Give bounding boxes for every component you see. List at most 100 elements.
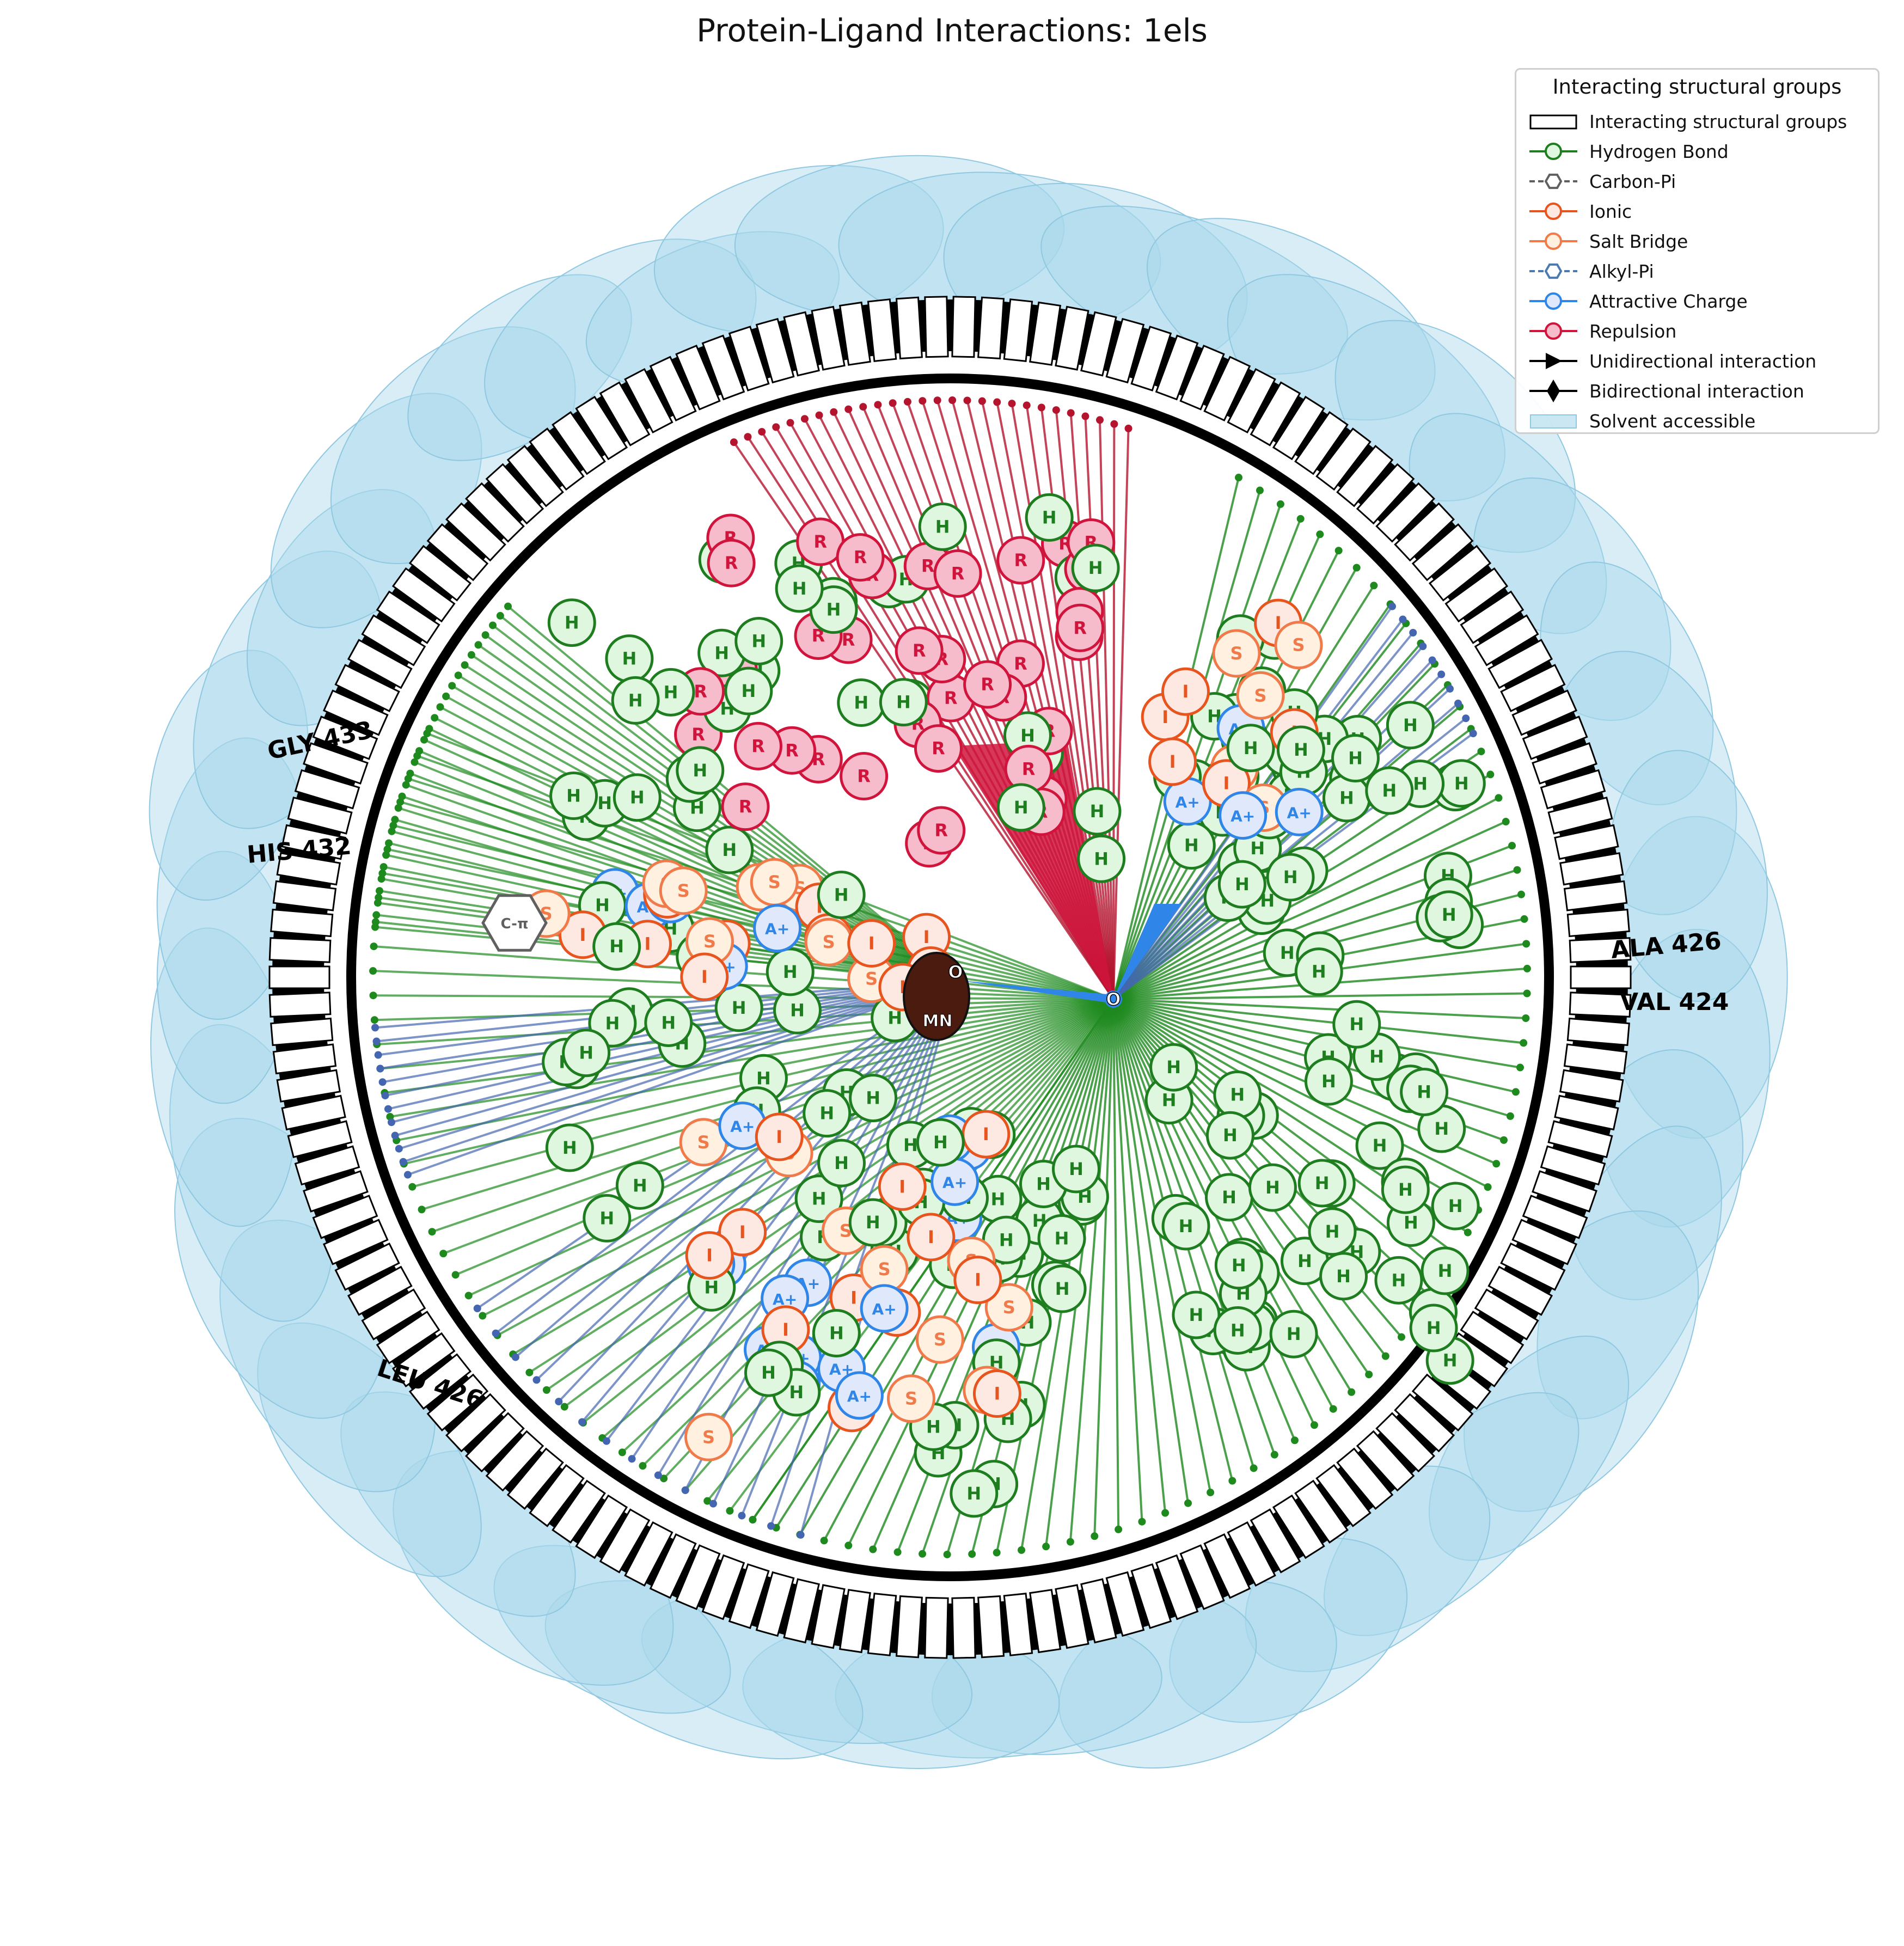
legend-label: Repulsion	[1589, 321, 1677, 342]
hbond-node: H	[1149, 1043, 1198, 1092]
arrowhead	[703, 1497, 712, 1505]
arrowhead	[1066, 1538, 1074, 1546]
arrowhead	[709, 1500, 717, 1508]
repulsion-node-letter: R	[1073, 617, 1087, 638]
repulsion-node-letter: R	[1014, 653, 1027, 674]
arrowhead	[963, 396, 971, 405]
hbond-node-letter: H	[1230, 1320, 1245, 1341]
attractive-node: A+	[753, 904, 802, 953]
hbond-node: H	[1051, 1145, 1100, 1194]
interaction-line	[402, 979, 956, 1163]
hbond-node-letter: H	[1448, 1196, 1463, 1216]
arrowhead	[889, 399, 897, 407]
residue-box	[649, 356, 697, 422]
arrowhead	[394, 804, 402, 812]
arrowhead	[1115, 1525, 1123, 1533]
legend-item: Hydrogen Bond	[1526, 137, 1875, 166]
arrowhead	[1184, 1499, 1192, 1507]
arrowhead	[1276, 500, 1284, 508]
repulsion-node-letter: R	[951, 563, 965, 584]
attractive-link	[956, 980, 1113, 1003]
arrowhead	[578, 1418, 586, 1426]
ionic-node-letter: I	[899, 977, 906, 998]
hbond-node-letter: H	[722, 840, 737, 860]
arrowhead	[402, 781, 410, 789]
legend-swatch	[1529, 232, 1577, 250]
hbond-node-letter: H	[935, 516, 950, 537]
repulsion-node-letter: R	[813, 531, 827, 552]
ionic-node-letter: I	[816, 896, 823, 917]
hbond-node-letter: H	[903, 1135, 918, 1155]
residue-box	[426, 1373, 489, 1432]
interaction-line	[605, 979, 957, 1442]
hbond-node: H	[1071, 543, 1120, 592]
residue-box	[701, 1554, 745, 1620]
hbond-node: H	[1400, 1067, 1449, 1116]
hbond-node: H	[1205, 1173, 1254, 1222]
residue-box	[1055, 1584, 1089, 1649]
legend-swatch	[1529, 353, 1577, 369]
hbond-node: H	[1386, 701, 1435, 750]
hbond-node-letter: H	[628, 690, 643, 711]
arrowhead	[374, 899, 382, 907]
interaction-line	[770, 980, 957, 1527]
ligand-core	[903, 952, 970, 1041]
arrowhead	[844, 1541, 853, 1550]
arrowhead	[1329, 1405, 1337, 1413]
residue-box	[755, 317, 795, 384]
arrowhead	[1052, 406, 1060, 414]
hbond-node-letter: H	[1223, 1125, 1238, 1146]
ionic-node-letter: I	[645, 934, 651, 954]
interaction-line	[1112, 999, 1143, 1522]
hbond-node: H	[744, 1348, 793, 1397]
arrowhead	[532, 1376, 541, 1384]
repulsion-node: R	[836, 533, 885, 582]
ionic-node-letter: I	[782, 1319, 789, 1340]
residue-box	[838, 301, 871, 366]
arrowhead	[387, 1118, 395, 1127]
arrowhead	[398, 792, 406, 800]
repulsion-node: R	[1056, 603, 1105, 652]
arrowhead	[379, 863, 388, 871]
legend-item: Solvent accessible	[1526, 406, 1875, 436]
residue-box	[391, 1332, 456, 1388]
hbond-node-letter: H	[704, 1277, 719, 1298]
arrowhead	[1517, 890, 1526, 898]
repulsion-node-letter: R	[751, 736, 765, 756]
residue-box	[1315, 427, 1372, 491]
repulsion-node-letter: R	[691, 724, 705, 745]
residue-box	[1500, 664, 1566, 713]
residue-box	[1003, 1593, 1033, 1656]
hbond-node-letter: H	[565, 613, 579, 633]
interaction-line	[1112, 999, 1189, 1504]
residue-box	[1474, 1288, 1539, 1341]
repulsion-node-letter: R	[934, 820, 948, 841]
hbond-node: H	[644, 998, 693, 1047]
residue-box	[624, 1521, 674, 1587]
attractive-node-letter: A+	[1176, 793, 1200, 811]
ionic-node: I	[972, 1369, 1021, 1418]
arrowhead	[1352, 564, 1361, 572]
arrowhead	[492, 1329, 500, 1337]
repulsion-node: R	[926, 674, 975, 723]
hbond-node: H	[1172, 1290, 1221, 1339]
residue-box	[408, 544, 472, 602]
arrowhead	[1520, 1039, 1528, 1047]
arrowhead	[1110, 420, 1118, 428]
arrowhead	[1477, 748, 1485, 756]
arrowhead	[377, 875, 385, 883]
hbond-node: H	[611, 676, 660, 725]
interaction-line	[1069, 999, 1115, 1542]
legend-item: Repulsion	[1526, 316, 1875, 346]
residue-box	[675, 1544, 721, 1611]
ionic-node-letter: I	[850, 1287, 857, 1308]
hbond-node: H	[613, 773, 662, 822]
ionic-node: I	[847, 919, 896, 968]
legend-label: Hydrogen Bond	[1589, 141, 1729, 162]
arrowhead	[560, 1403, 568, 1411]
ionic-node-letter: I	[701, 966, 708, 987]
arrowhead	[525, 1368, 534, 1376]
arrowhead	[1520, 915, 1528, 923]
hbond-node-letter: H	[597, 793, 612, 813]
legend-swatch	[1530, 414, 1577, 429]
